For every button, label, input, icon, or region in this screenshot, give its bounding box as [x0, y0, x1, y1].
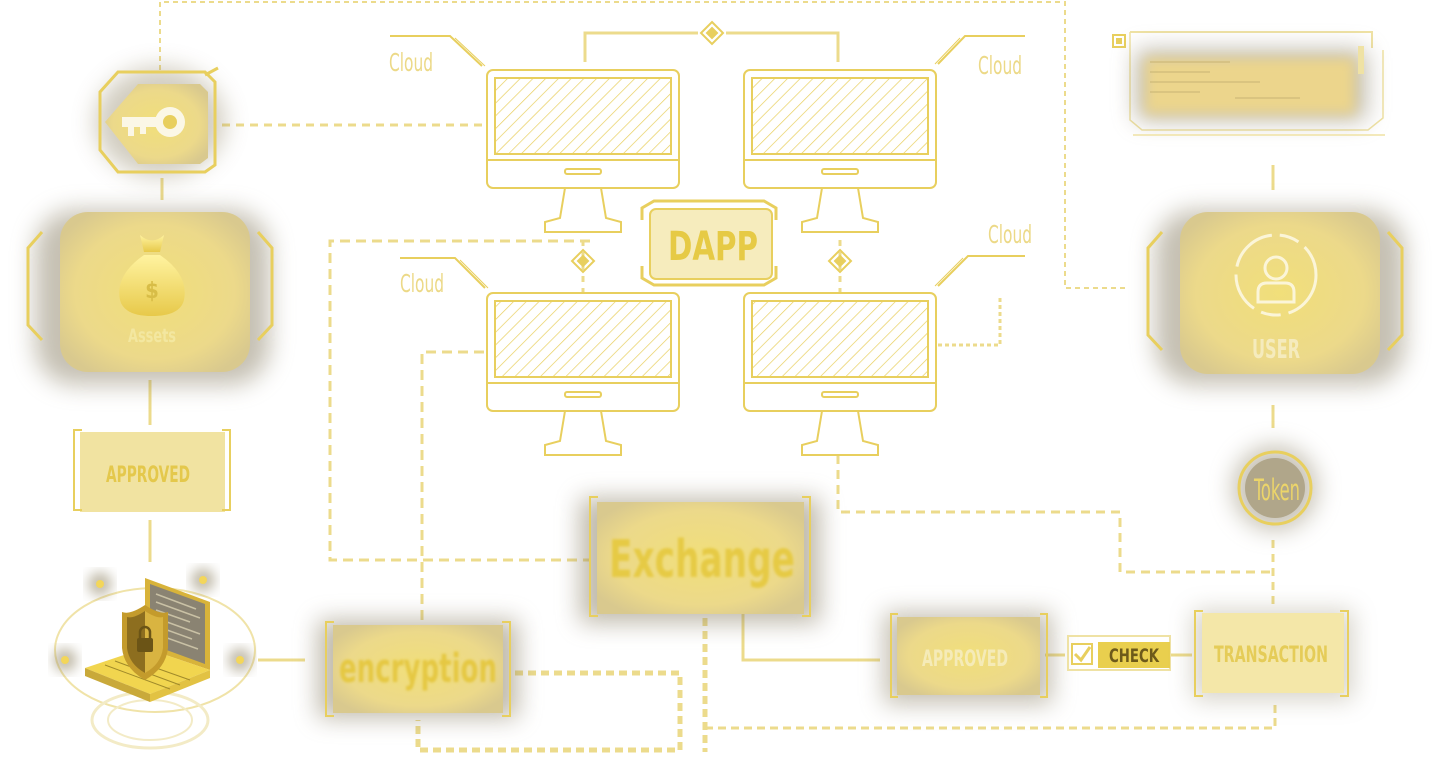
assets-node: $ Assets	[26, 210, 274, 385]
monitor-top-right	[743, 69, 937, 233]
laptop-shield-icon	[85, 578, 210, 702]
cloud-labels: Cloud Cloud Cloud Cloud	[389, 48, 1032, 298]
check-node: CHECK	[1067, 635, 1171, 671]
assets-label: Assets	[128, 325, 176, 347]
monitor-bottom-left	[486, 292, 680, 456]
user-label: USER	[1252, 335, 1300, 365]
cloud-label-mid-left: Cloud	[400, 269, 444, 298]
token-label: Token	[1253, 473, 1300, 507]
monitor-bottom-right	[743, 292, 937, 456]
code-screen-panel	[1112, 31, 1385, 136]
transaction-label: TRANSACTION	[1214, 643, 1328, 668]
cloud-label-top-left: Cloud	[389, 48, 433, 77]
approved-left-label: APPROVED	[106, 463, 190, 488]
encryption-node: encryption	[318, 620, 518, 718]
cloud-label-top-right: Cloud	[978, 51, 1022, 80]
dollar-sign: $	[145, 279, 159, 304]
laptop-shield-node	[53, 568, 256, 750]
token-node: Token	[1233, 446, 1317, 530]
key-node	[95, 66, 225, 177]
approved-left-node: APPROVED	[73, 429, 231, 512]
dapp-node: DAPP	[640, 199, 778, 287]
cloud-label-mid-right: Cloud	[988, 220, 1032, 249]
exchange-node: Exchange	[580, 496, 820, 623]
encryption-label: encryption	[339, 646, 497, 692]
cloud-leaders	[390, 35, 1025, 289]
exchange-label: Exchange	[609, 530, 795, 590]
approved-bottom-label: APPROVED	[922, 647, 1008, 672]
transaction-node: TRANSACTION	[1193, 610, 1353, 700]
check-label: CHECK	[1109, 645, 1160, 667]
user-node: USER	[1146, 210, 1405, 385]
approved-bottom-node: APPROVED	[884, 612, 1052, 704]
money-bag-icon: $	[119, 235, 185, 316]
diamond-markers	[570, 20, 853, 274]
monitor-top-left	[486, 69, 680, 233]
dapp-label: DAPP	[668, 224, 758, 270]
user-icon	[1234, 233, 1318, 317]
connector-lines	[148, 1, 1277, 753]
